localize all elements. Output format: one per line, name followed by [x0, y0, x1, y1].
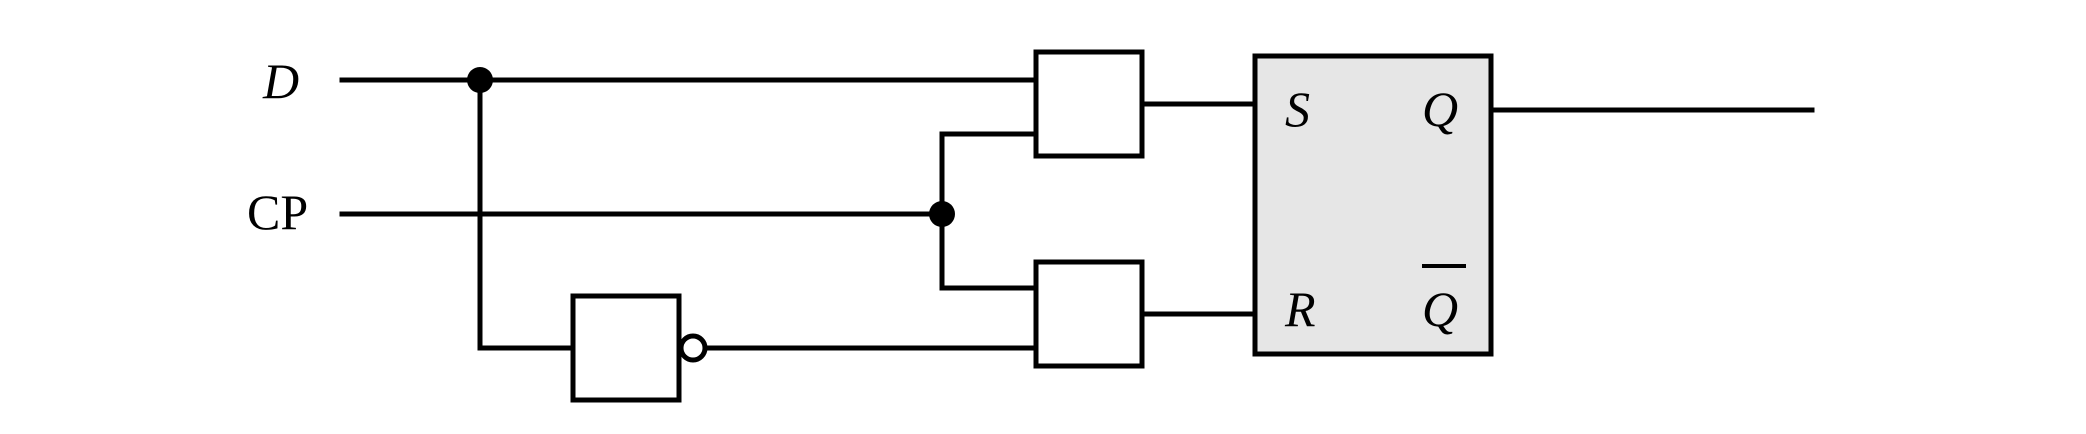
q-pin-label: Q [1422, 81, 1458, 137]
cp-top-branch-wire [939, 131, 1039, 217]
top-and-gate [1033, 49, 1145, 159]
not-gate-bubble [678, 333, 708, 363]
d-junction-dot [467, 67, 493, 93]
cp-input-label: CP [247, 184, 308, 240]
r-pin-label: R [1284, 281, 1316, 337]
s-pin-label: S [1285, 81, 1310, 137]
bottom-and-gate [1033, 259, 1145, 369]
d-branch-wire [477, 77, 576, 351]
sr-flipflop-block [1252, 53, 1494, 357]
q-bar-pin-label: Q [1422, 281, 1458, 337]
cp-junction-dot [929, 201, 955, 227]
not-gate [570, 293, 682, 403]
cp-bottom-branch-wire [939, 211, 1039, 291]
d-input-label: D [262, 53, 299, 109]
